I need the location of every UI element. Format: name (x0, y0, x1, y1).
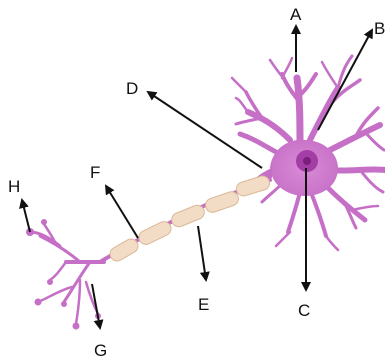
arrow-d (148, 92, 262, 168)
label-f: F (90, 163, 100, 182)
myelin-segment (108, 236, 141, 263)
myelin-segment (204, 190, 241, 214)
label-c: C (298, 301, 310, 320)
arrow-h (22, 200, 30, 232)
label-d: D (126, 79, 138, 98)
myelin-segment (235, 174, 272, 197)
myelin-segment (170, 203, 207, 229)
label-g: G (94, 341, 107, 360)
nucleolus (303, 157, 311, 165)
synaptic-boutons (26, 219, 101, 330)
label-h: H (8, 177, 20, 196)
arrow-f (106, 186, 138, 238)
label-a: A (290, 5, 302, 24)
arrow-b (318, 30, 372, 130)
arrow-e (198, 226, 206, 280)
axon-terminals (30, 224, 104, 324)
label-e: E (198, 295, 209, 314)
myelin-segment (137, 219, 174, 246)
myelin-sheath (108, 174, 272, 263)
label-b: B (374, 19, 385, 38)
